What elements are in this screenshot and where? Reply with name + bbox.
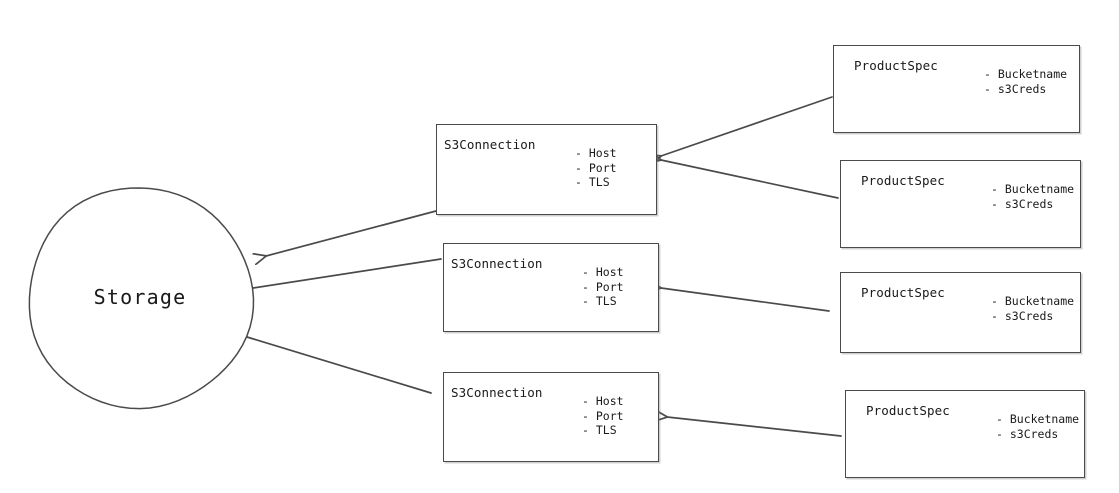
- edges-group: [247, 96, 842, 437]
- productspec-2-attributes: - Bucketname- s3Creds: [991, 182, 1074, 211]
- productspec-2-box[interactable]: ProductSpec - Bucketname- s3Creds: [840, 160, 1081, 248]
- s3connection-1-attribute-row: - Host: [575, 146, 617, 160]
- productspec-4-title: ProductSpec: [866, 403, 950, 418]
- productspec-1-attribute-row: - s3Creds: [984, 81, 1047, 96]
- edge-spec4-to-conn3: [667, 417, 842, 437]
- edge-spec2-to-conn1: [661, 160, 839, 199]
- edge-spec1-to-conn1: [661, 96, 833, 156]
- storage-circle-label: Storage: [93, 285, 187, 309]
- s3connection-3-attribute-row: - Port: [582, 408, 624, 423]
- s3connection-1-attributes: - Host- Port- TLS: [575, 146, 617, 190]
- storage-circle[interactable]: [28, 187, 255, 410]
- productspec-4-attribute-row: - s3Creds: [996, 426, 1059, 441]
- s3connection-3-attributes: - Host- Port- TLS: [582, 394, 624, 438]
- productspec-1-attribute-row: - Bucketname: [984, 67, 1068, 81]
- edge-spec3-to-conn2: [661, 288, 830, 312]
- productspec-2-attribute-row: - Bucketname: [991, 182, 1075, 196]
- s3connection-3-attribute-row: - TLS: [582, 423, 617, 437]
- s3connection-3-box[interactable]: S3Connection - Host- Port- TLS: [443, 372, 659, 462]
- s3connection-2-title: S3Connection: [451, 256, 543, 271]
- productspec-1-box[interactable]: ProductSpec - Bucketname- s3Creds: [833, 45, 1080, 133]
- productspec-3-attribute-row: - Bucketname: [991, 294, 1075, 308]
- productspec-3-title: ProductSpec: [861, 285, 945, 300]
- s3connection-2-attribute-row: - Host: [582, 265, 624, 279]
- productspec-3-attribute-row: - s3Creds: [991, 308, 1054, 323]
- s3connection-1-title: S3Connection: [444, 137, 536, 152]
- productspec-2-title: ProductSpec: [861, 173, 945, 188]
- productspec-1-attributes: - Bucketname- s3Creds: [984, 67, 1067, 96]
- s3connection-3-attribute-row: - Host: [582, 394, 624, 408]
- storage-circle-group: [28, 187, 255, 410]
- edge-conn1-to-storage: [266, 210, 437, 256]
- edge-conn2-to-storage: [253, 258, 442, 288]
- s3connection-2-attribute-row: - Port: [582, 279, 624, 294]
- productspec-1-title: ProductSpec: [854, 58, 938, 73]
- s3connection-3-title: S3Connection: [451, 385, 543, 400]
- s3connection-1-box[interactable]: S3Connection - Host- Port- TLS: [436, 124, 657, 215]
- productspec-4-attribute-row: - Bucketname: [996, 412, 1080, 426]
- edge-conn3-to-storage: [247, 337, 432, 394]
- productspec-2-attribute-row: - s3Creds: [991, 196, 1054, 211]
- productspec-4-box[interactable]: ProductSpec - Bucketname- s3Creds: [845, 390, 1085, 478]
- s3connection-1-attribute-row: - Port: [575, 160, 617, 175]
- s3connection-2-attributes: - Host- Port- TLS: [582, 265, 624, 309]
- productspec-4-attributes: - Bucketname- s3Creds: [996, 412, 1079, 441]
- productspec-3-box[interactable]: ProductSpec - Bucketname- s3Creds: [840, 272, 1081, 353]
- s3connection-1-attribute-row: - TLS: [575, 175, 610, 189]
- s3connection-2-box[interactable]: S3Connection - Host- Port- TLS: [443, 243, 659, 332]
- s3connection-2-attribute-row: - TLS: [582, 294, 617, 308]
- productspec-3-attributes: - Bucketname- s3Creds: [991, 294, 1074, 323]
